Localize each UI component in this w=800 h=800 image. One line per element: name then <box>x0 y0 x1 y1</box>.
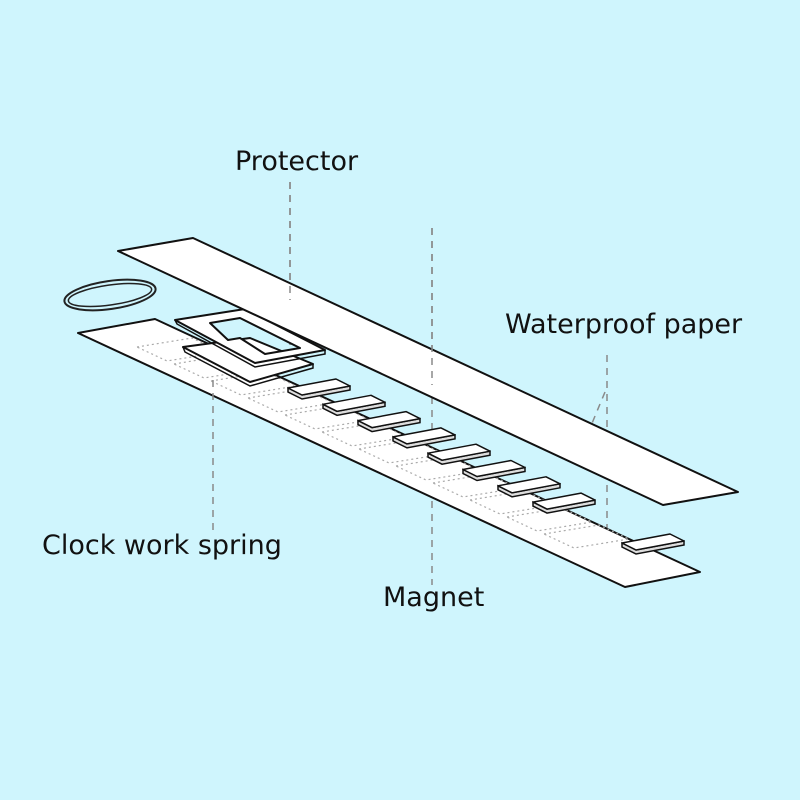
dotted-slot <box>504 507 595 532</box>
magnet <box>322 394 386 413</box>
magnet <box>427 443 491 461</box>
dotted-slot <box>134 337 225 362</box>
dotted-slot <box>356 439 447 464</box>
waterproof-paper-label: Waterproof paper <box>505 309 743 340</box>
dotted-slot <box>245 388 336 413</box>
magnet <box>497 476 561 494</box>
ring <box>63 278 157 312</box>
clock-work-spring-label: Clock work spring <box>42 530 282 561</box>
magnet <box>392 427 456 445</box>
dotted-slot <box>171 354 262 379</box>
protector-label: Protector <box>235 146 359 177</box>
dotted-slot <box>430 473 521 498</box>
magnet <box>621 533 685 551</box>
base-strip <box>77 318 701 588</box>
dotted-slot <box>467 490 558 515</box>
magnet <box>532 492 596 510</box>
magnet <box>287 378 351 396</box>
dotted-slot <box>208 371 299 396</box>
waterproof-paper <box>117 237 739 506</box>
dotted-slot <box>282 405 373 430</box>
magnet <box>462 459 526 478</box>
dotted-slot <box>393 456 484 481</box>
waterproof-leader-diagonal <box>582 391 606 446</box>
dotted-slot <box>541 524 632 549</box>
magnet <box>357 410 421 429</box>
magnet-label: Magnet <box>383 582 485 613</box>
dotted-slot <box>319 422 410 447</box>
